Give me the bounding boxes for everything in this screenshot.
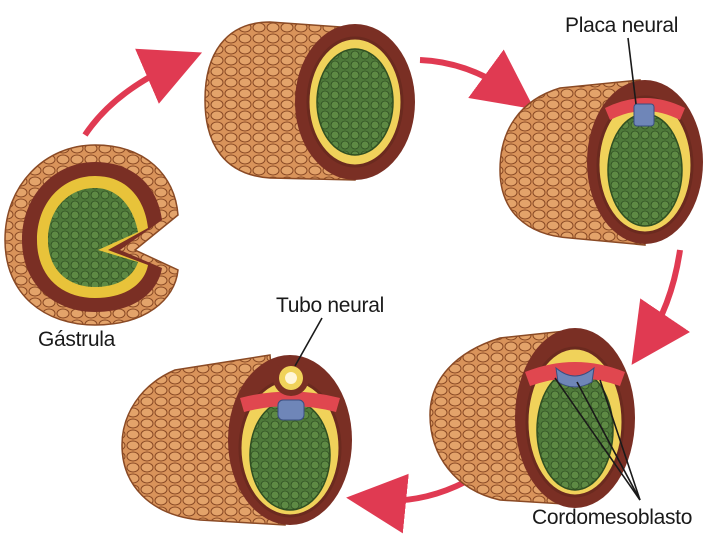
arrow-gastrula-to-early <box>85 62 180 135</box>
arrow-groove-to-tube <box>370 482 465 501</box>
neural-plate-embryo-icon <box>500 80 703 245</box>
neural-tube-embryo-icon <box>122 355 352 525</box>
early-neurula-embryo-icon <box>205 22 415 180</box>
label-neural-plate: Placa neural <box>565 14 678 37</box>
leader-neural-tube <box>295 318 322 366</box>
gastrula-embryo-icon <box>5 145 178 325</box>
label-chordomesoblast: Cordomesoblasto <box>532 506 692 529</box>
label-neural-tube: Tubo neural <box>276 294 384 317</box>
label-gastrula: Gástrula <box>38 328 116 351</box>
arrow-plate-to-groove <box>645 250 680 345</box>
neural-groove-embryo-icon <box>430 328 635 508</box>
arrow-early-to-plate <box>420 60 515 95</box>
